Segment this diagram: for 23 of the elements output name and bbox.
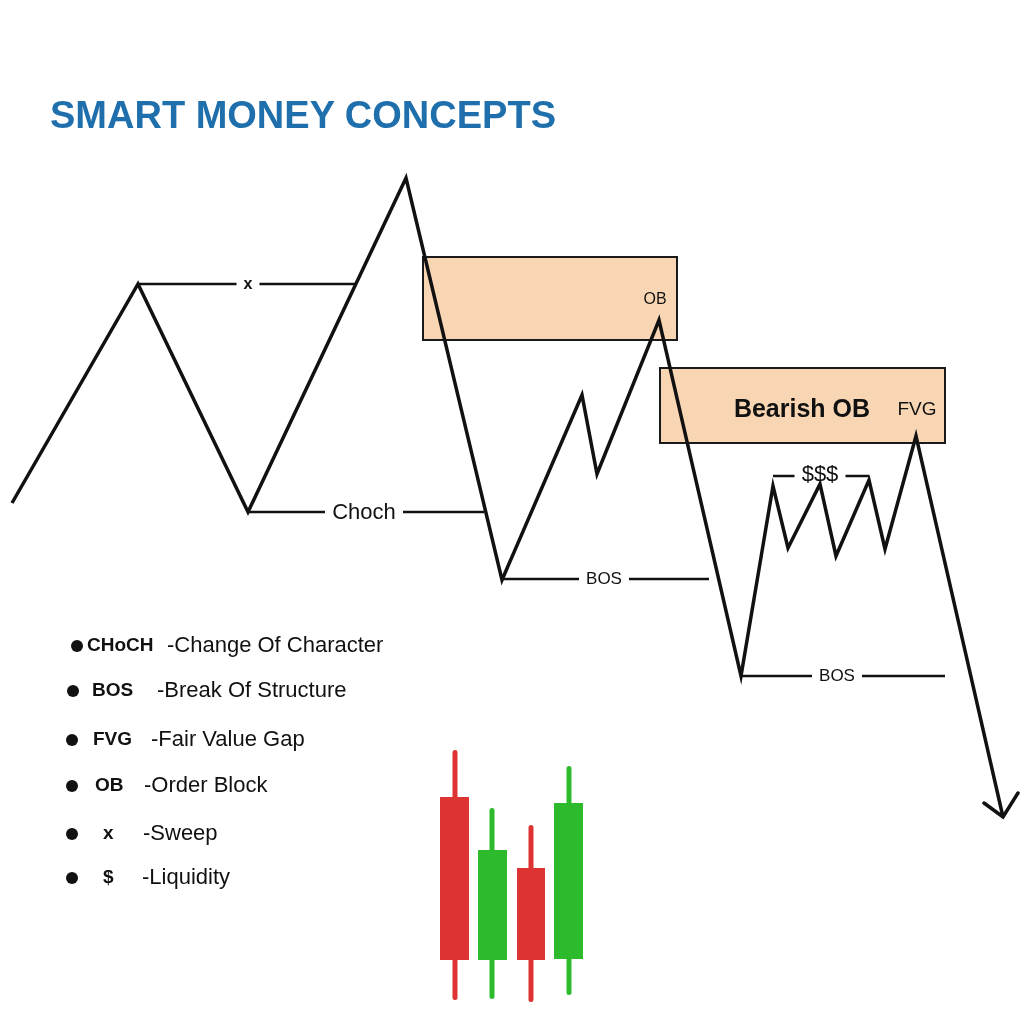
abbreviation: OB — [95, 774, 124, 796]
abbreviation: x — [103, 822, 114, 844]
definition-text: -Change Of Character — [167, 632, 384, 658]
definition-text: -Break Of Structure — [157, 677, 347, 703]
level-label: x — [243, 275, 253, 293]
definition-text: -Order Block — [144, 772, 268, 798]
level-label: BOS — [819, 666, 855, 686]
abbreviation: BOS — [92, 679, 134, 701]
abbreviation: FVG — [93, 728, 133, 750]
zone-label: Bearish OB — [733, 395, 871, 423]
abbreviation: CHoCH — [87, 634, 154, 656]
definition-text: -Sweep — [143, 820, 218, 846]
zone-label: OB — [643, 290, 667, 308]
zone-label: FVG — [897, 398, 937, 420]
title: SMART MONEY CONCEPTS — [50, 96, 556, 134]
shaded-zone — [659, 367, 946, 444]
shaded-zone — [422, 256, 678, 341]
level-label: $$$ — [801, 461, 839, 487]
abbreviation: $ — [103, 866, 114, 888]
level-label: BOS — [586, 569, 622, 589]
definition-text: -Liquidity — [142, 864, 231, 890]
definition-text: -Fair Value Gap — [151, 726, 305, 752]
level-label: Choch — [332, 499, 396, 525]
